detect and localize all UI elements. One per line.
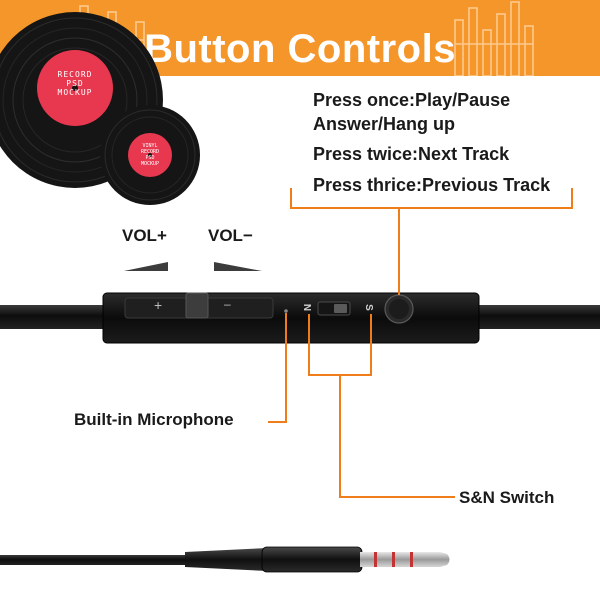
sn-switch[interactable] <box>317 301 351 316</box>
instruction-answer-hangup: Answer/Hang up <box>313 114 456 134</box>
page-title: Button Controls <box>144 27 456 71</box>
instruction-play-pause: Press once:Play/Pause <box>313 90 511 110</box>
callout-line-button <box>290 188 573 295</box>
record-text-line: RECORD <box>57 70 93 79</box>
record-text-line: RECORD <box>140 149 160 155</box>
record-label-small-text: VINYL RECORD PSD MOCKUP <box>133 143 167 167</box>
sn-switch-callout-label: S&N Switch <box>459 488 555 507</box>
header-banner: Button Controls <box>0 0 600 76</box>
switch-letter-n: N <box>301 303 313 312</box>
instruction-next-track: Press twice:Next Track <box>313 144 510 164</box>
record-text-line: PSD <box>145 155 155 161</box>
vol-up-label: VOL+ <box>122 226 167 245</box>
volume-rocker[interactable] <box>124 297 274 319</box>
callout-line-microphone <box>268 313 287 423</box>
audio-jack-plug <box>0 546 450 573</box>
record-text-line: VINYL <box>142 143 158 149</box>
record-text-line: MOCKUP <box>140 161 160 167</box>
microphone-hole <box>284 309 288 313</box>
instruction-previous-track: Press thrice:Previous Track <box>313 175 551 195</box>
callout-line-switch <box>308 314 455 498</box>
multifunction-button[interactable] <box>384 294 414 324</box>
volume-rocker-center <box>185 292 209 319</box>
headphone-cable <box>0 305 600 329</box>
microphone-callout-label: Built-in Microphone <box>74 410 234 429</box>
switch-letter-s: S <box>362 304 374 311</box>
vol-up-wedge <box>124 262 168 271</box>
vol-down-label: VOL− <box>208 226 253 245</box>
vol-down-wedge <box>214 262 262 271</box>
record-text-line: PSD <box>66 79 84 88</box>
minus-mark: – <box>224 297 231 311</box>
record-text-line: MOCKUP <box>57 88 93 97</box>
plus-mark: + <box>154 297 163 313</box>
record-label-large-text: RECORD PSD MOCKUP <box>45 70 105 97</box>
